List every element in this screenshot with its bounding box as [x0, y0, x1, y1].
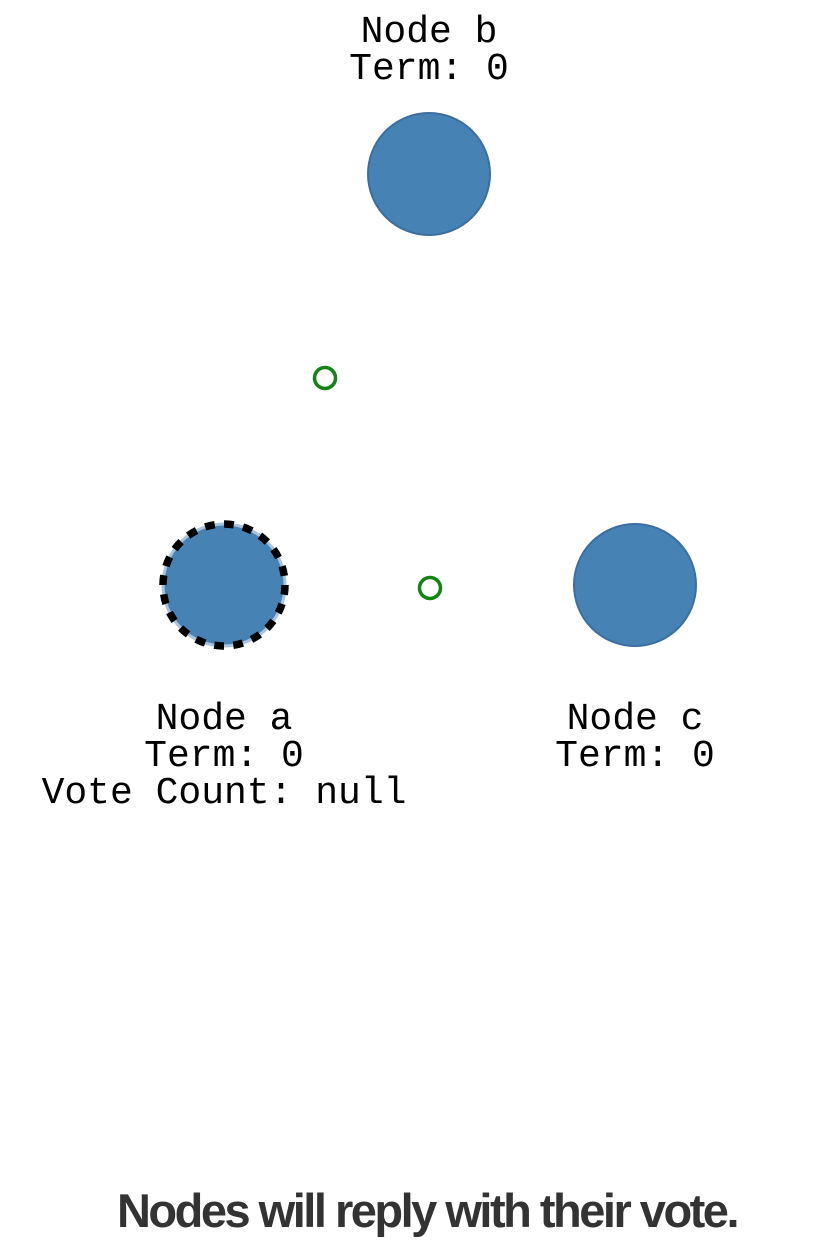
step-caption: Nodes will reply with their vote.: [116, 1184, 740, 1237]
node-c-name: Node c: [566, 698, 704, 741]
node-b-name: Node b: [360, 11, 498, 54]
node-c-circle[interactable]: [573, 523, 697, 647]
node-b-label: Node b Term: 0: [349, 11, 509, 91]
vote-message-dot-icon: [417, 575, 443, 601]
node-b-term: Term: 0: [349, 48, 509, 91]
node-a-name: Node a: [155, 698, 293, 741]
node-c-label: Node c Term: 0: [555, 698, 715, 778]
node-a-label: Node a Term: 0 Vote Count: null: [41, 698, 407, 815]
node-a-term: Term: 0: [144, 735, 304, 778]
node-a-vote-count: Vote Count: null: [41, 772, 407, 815]
node-c-term: Term: 0: [555, 735, 715, 778]
node-a-candidate-border-icon: [159, 520, 289, 650]
vote-message-dot-icon: [312, 365, 338, 391]
node-b-circle[interactable]: [367, 112, 491, 236]
